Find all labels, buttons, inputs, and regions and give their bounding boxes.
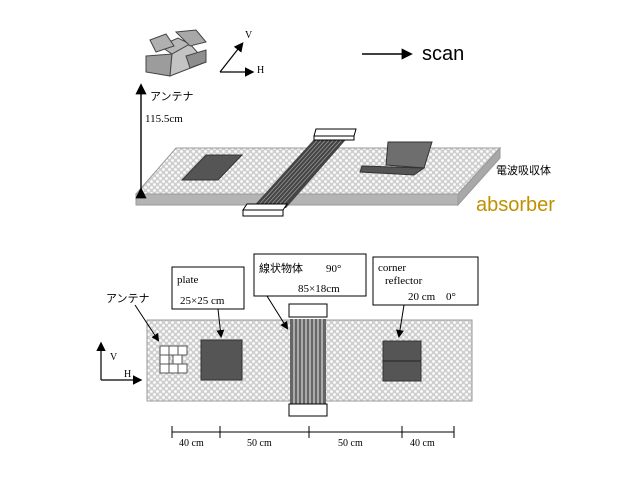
- corner-callout-line2: reflector: [385, 275, 423, 287]
- wire-object: [288, 303, 328, 417]
- distance-label-1: 40 cm: [179, 438, 204, 449]
- distance-label-3: 50 cm: [338, 438, 363, 449]
- wire-callout-size: 85×18cm: [298, 283, 340, 295]
- axis-v-label-plan: V: [110, 352, 118, 363]
- wire-callout-angle: 90°: [326, 263, 341, 275]
- antenna-label-top: アンテナ: [150, 90, 194, 103]
- plate-target: [200, 339, 243, 381]
- axis-v-arrow: [219, 42, 244, 73]
- corner-reflector-3d: [359, 141, 433, 176]
- absorber-label-en: absorber: [476, 194, 555, 216]
- axis-h-label-plan: H: [124, 369, 131, 380]
- wire-callout: 線状物体 90° 85×18cm: [253, 253, 367, 330]
- antenna-icon: [145, 29, 207, 77]
- antenna-array-icon: [159, 345, 188, 374]
- wire-object-3d: [242, 128, 357, 217]
- antenna-label-plan: アンテナ: [106, 292, 150, 305]
- plan-view: アンテナ V H plate 25×25 cm 線状物体 90° 85×18cm…: [96, 253, 479, 449]
- antenna-pointer-arrow: [134, 304, 160, 342]
- axis-h-label-top: H: [257, 65, 264, 76]
- corner-callout-angle: 0°: [446, 291, 456, 303]
- axis-v-label-top: V: [245, 30, 253, 41]
- wire-callout-title: 線状物体: [259, 261, 303, 275]
- distance-label-4: 40 cm: [410, 438, 435, 449]
- plate-callout-size: 25×25 cm: [180, 295, 225, 307]
- corner-callout-line1: corner: [378, 262, 406, 274]
- perspective-view: 115.5cm アンテナ V H scan 電波吸収体 absorber: [134, 29, 555, 217]
- absorber-label-jp: 電波吸収体: [496, 163, 551, 177]
- scan-label: scan: [422, 43, 464, 65]
- corner-callout-size: 20 cm: [408, 291, 436, 303]
- height-label: 115.5cm: [145, 113, 183, 125]
- distance-dimensions: 40 cm 50 cm 50 cm 40 cm: [171, 426, 455, 449]
- plate-callout: plate 25×25 cm: [171, 266, 245, 338]
- plate-target-3d: [180, 154, 244, 181]
- plate-callout-title: plate: [177, 274, 198, 286]
- corner-reflector: [382, 340, 422, 382]
- corner-callout: corner reflector 20 cm 0°: [372, 256, 479, 338]
- distance-label-2: 50 cm: [247, 438, 272, 449]
